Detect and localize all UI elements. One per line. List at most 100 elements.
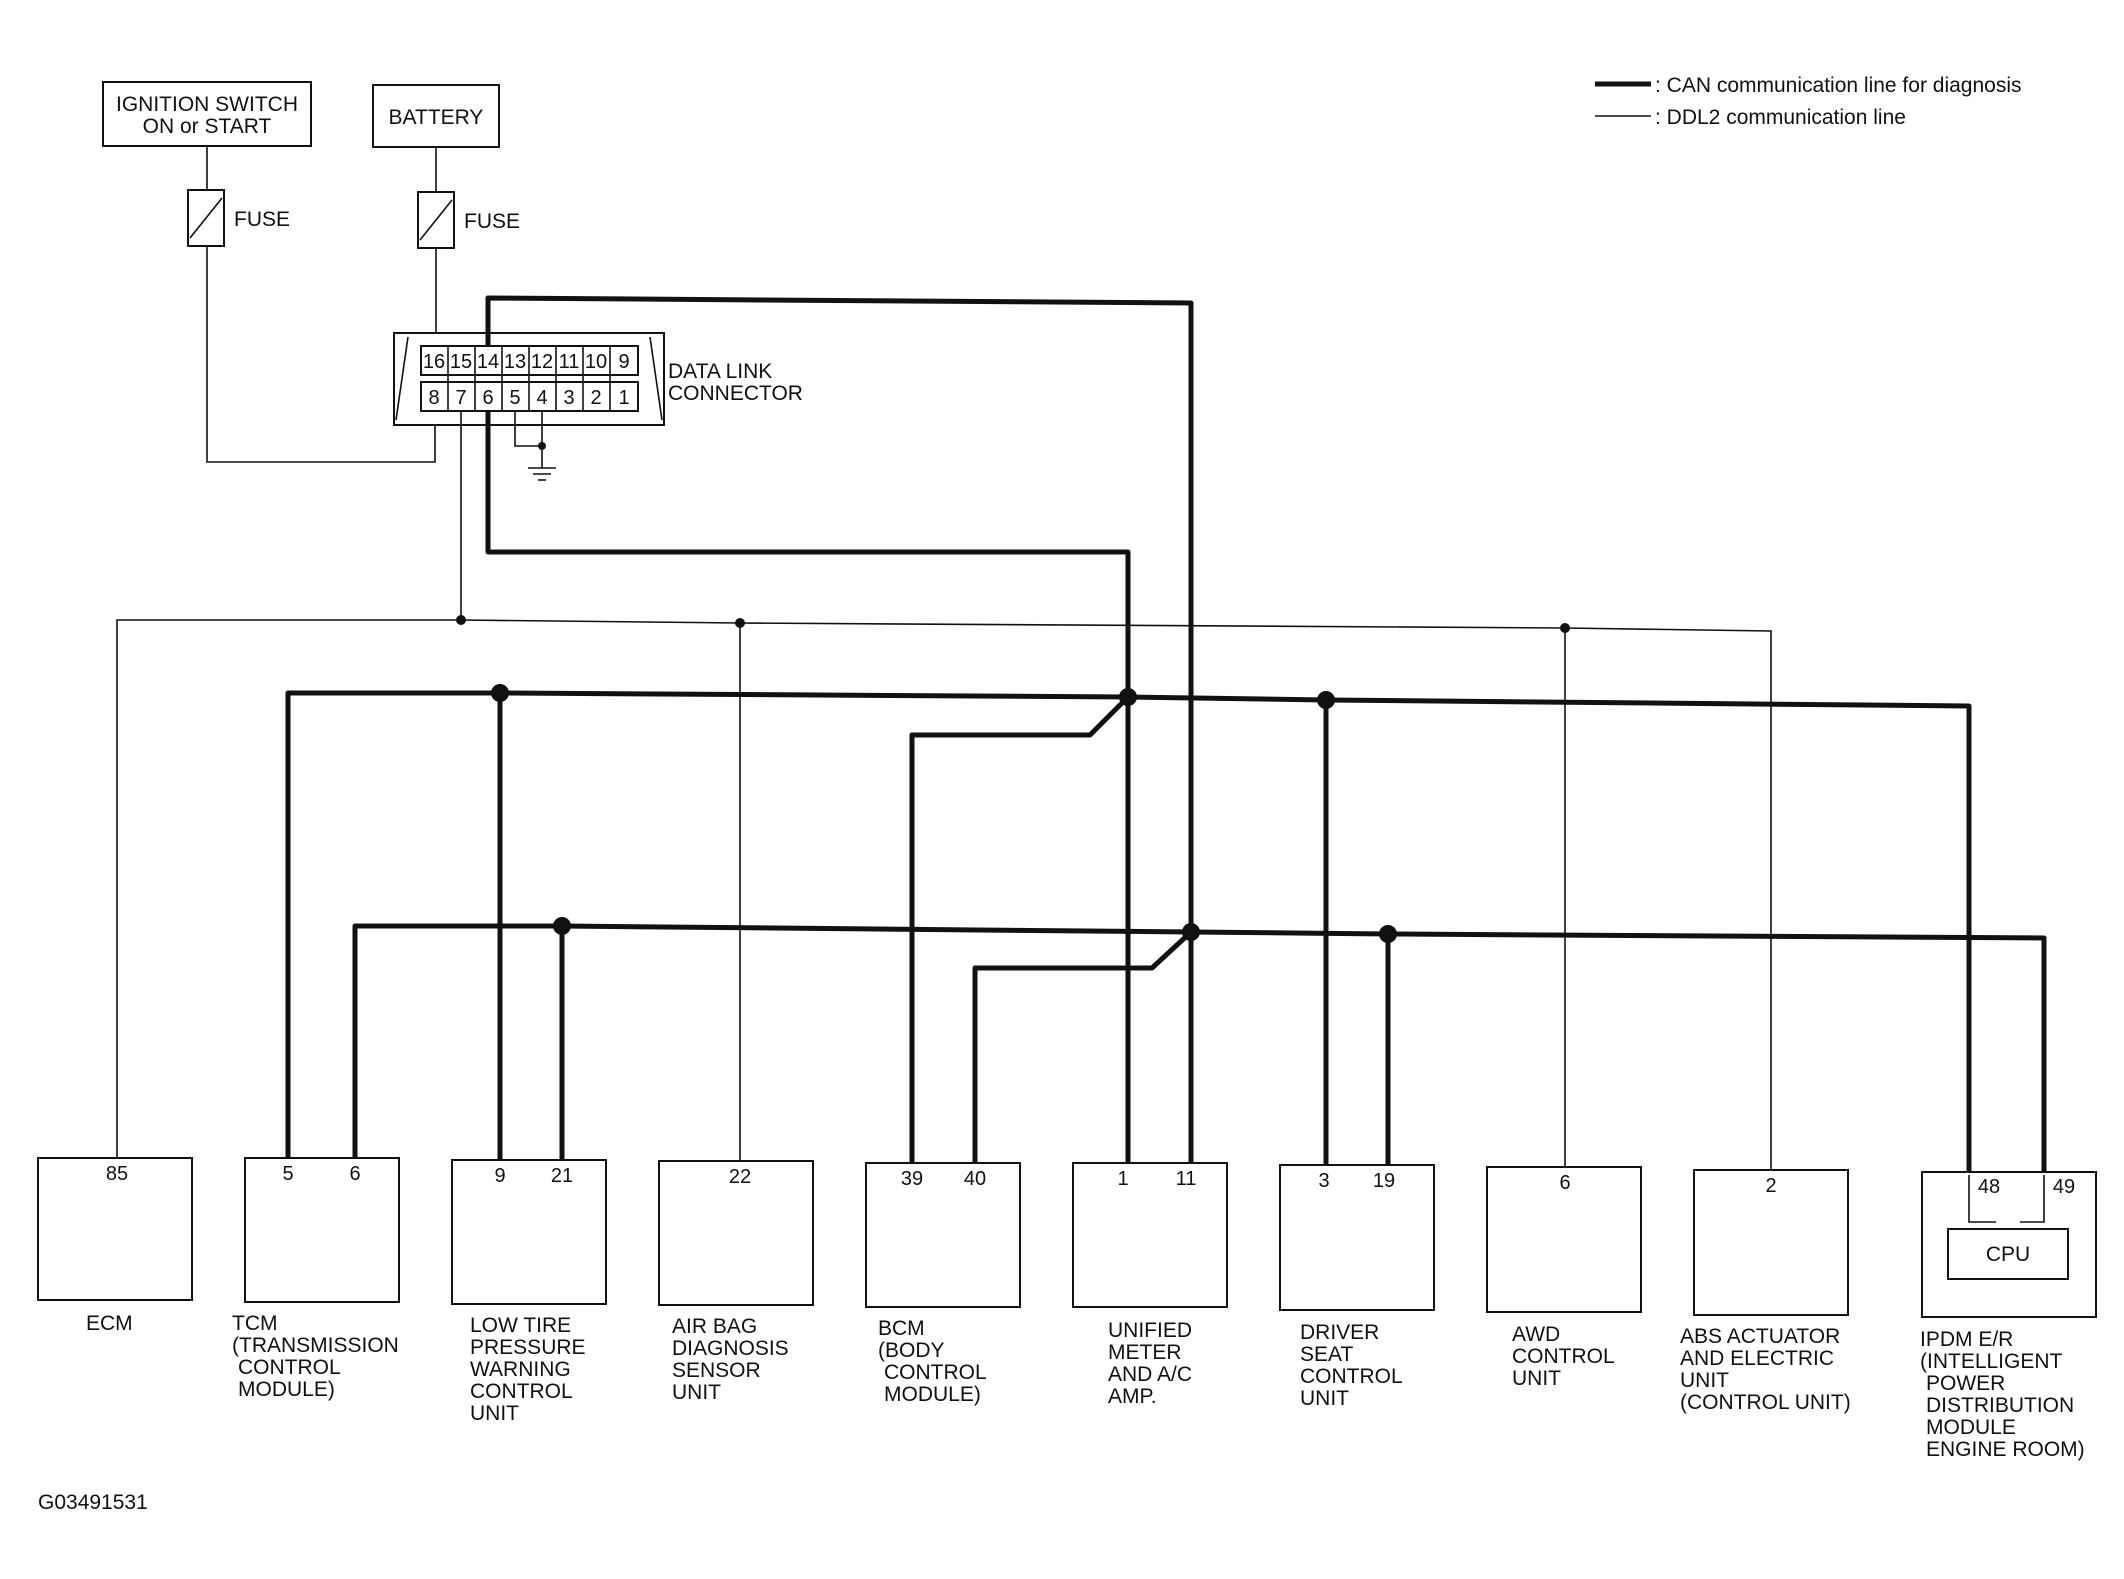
ground bbox=[514, 411, 556, 481]
connector-label-line1: DATA LINK bbox=[668, 360, 772, 383]
bcm-label-line2: (BODY bbox=[878, 1339, 945, 1362]
ignition-switch-line2: ON or START bbox=[143, 115, 272, 138]
airbag-label-line4: UNIT bbox=[672, 1381, 721, 1404]
pin-7: 7 bbox=[455, 387, 466, 409]
module-awd: 6 AWD CONTROL UNIT bbox=[1486, 1166, 1642, 1390]
ipdm-label-line2: (INTELLIGENT bbox=[1920, 1350, 2063, 1373]
seat-label-line3: CONTROL bbox=[1300, 1365, 1403, 1388]
ipdm-cpu-box bbox=[1947, 1228, 2069, 1280]
meter-label-line3: AND A/C bbox=[1108, 1363, 1192, 1386]
pin-8: 8 bbox=[428, 387, 439, 409]
pin-14: 14 bbox=[477, 351, 499, 373]
module-ipdm: 48 49 CPU IPDM E/R (INTELLIGENT POWER DI… bbox=[1920, 1171, 2097, 1461]
fuse-ignition-label: FUSE bbox=[234, 208, 290, 231]
connector-bottom-pins: 8 7 6 5 4 3 2 1 bbox=[428, 387, 629, 409]
abs-label-line3: UNIT bbox=[1680, 1369, 1729, 1392]
pin-4: 4 bbox=[536, 387, 547, 409]
module-tcm: 5 6 TCM (TRANSMISSION CONTROL MODULE) bbox=[232, 1157, 400, 1401]
seat-pin-19: 19 bbox=[1373, 1170, 1395, 1192]
pin-16: 16 bbox=[423, 351, 445, 373]
ipdm-label-line4: DISTRIBUTION bbox=[1926, 1394, 2074, 1417]
awd-label-line2: CONTROL bbox=[1512, 1345, 1615, 1368]
ignition-switch: IGNITION SWITCH ON or START bbox=[102, 81, 312, 147]
tpms-label-line5: UNIT bbox=[470, 1402, 519, 1425]
meter-label-line4: AMP. bbox=[1108, 1385, 1157, 1408]
connector-pin-dividers bbox=[447, 346, 611, 411]
module-abs: 2 ABS ACTUATOR AND ELECTRIC UNIT (CONTRO… bbox=[1680, 1169, 1851, 1414]
airbag-pin-22: 22 bbox=[729, 1166, 751, 1188]
seat-label-line2: SEAT bbox=[1300, 1343, 1353, 1366]
legend-ddl2-label: : DDL2 communication line bbox=[1655, 106, 1906, 129]
meter-label-line2: METER bbox=[1108, 1341, 1182, 1364]
data-link-connector: 16 15 14 13 12 11 10 9 8 7 6 5 4 3 2 1 D… bbox=[393, 332, 803, 426]
ipdm-label-line5: MODULE bbox=[1926, 1416, 2016, 1439]
bcm-pin-39: 39 bbox=[901, 1168, 923, 1190]
connector-top-pins: 16 15 14 13 12 11 10 9 bbox=[423, 351, 630, 373]
meter-label-line1: UNIFIED bbox=[1108, 1319, 1192, 1342]
awd-label-line1: AWD bbox=[1512, 1323, 1560, 1346]
tpms-label-line4: CONTROL bbox=[470, 1380, 573, 1403]
abs-label-line1: ABS ACTUATOR bbox=[1680, 1325, 1840, 1348]
module-driver-seat: 3 19 DRIVER SEAT CONTROL UNIT bbox=[1279, 1164, 1435, 1410]
pin-9: 9 bbox=[618, 351, 629, 373]
battery-label: BATTERY bbox=[389, 106, 484, 129]
pin-11: 11 bbox=[559, 351, 580, 373]
pin-12: 12 bbox=[531, 351, 553, 373]
module-unified-meter: 1 11 UNIFIED METER AND A/C AMP. bbox=[1072, 1162, 1228, 1408]
connector-label-line2: CONNECTOR bbox=[668, 382, 803, 405]
seat-label-line4: UNIT bbox=[1300, 1387, 1349, 1410]
meter-pin-11: 11 bbox=[1176, 1168, 1197, 1190]
ipdm-label-line1: IPDM E/R bbox=[1920, 1328, 2013, 1351]
tpms-pin-9: 9 bbox=[494, 1165, 505, 1187]
airbag-label-line2: DIAGNOSIS bbox=[672, 1337, 789, 1360]
tcm-pin-6: 6 bbox=[349, 1163, 360, 1185]
ipdm-pin-48: 48 bbox=[1978, 1176, 2000, 1198]
module-bcm: 39 40 BCM (BODY CONTROL MODULE) bbox=[865, 1162, 1021, 1406]
bcm-label-line4: MODULE) bbox=[884, 1383, 981, 1406]
pin-5: 5 bbox=[509, 387, 520, 409]
pin-6: 6 bbox=[482, 387, 493, 409]
ipdm-pin-49: 49 bbox=[2053, 1176, 2075, 1198]
awd-pin-6: 6 bbox=[1559, 1172, 1570, 1194]
abs-label-line2: AND ELECTRIC bbox=[1680, 1347, 1834, 1370]
bcm-label-line1: BCM bbox=[878, 1317, 925, 1340]
module-low-tire-pressure: 9 21 LOW TIRE PRESSURE WARNING CONTROL U… bbox=[451, 1159, 607, 1425]
tpms-label-line2: PRESSURE bbox=[470, 1336, 586, 1359]
pin-1: 1 bbox=[618, 387, 629, 409]
meter-pin-1: 1 bbox=[1117, 1168, 1128, 1190]
airbag-label-line3: SENSOR bbox=[672, 1359, 761, 1382]
ipdm-label-line3: POWER bbox=[1926, 1372, 2005, 1395]
tcm-pin-5: 5 bbox=[282, 1163, 293, 1185]
pin-15: 15 bbox=[450, 351, 472, 373]
tcm-label-line3: CONTROL bbox=[238, 1356, 341, 1379]
legend-can-label: : CAN communication line for diagnosis bbox=[1655, 74, 2022, 97]
tcm-label-line1: TCM bbox=[232, 1312, 278, 1335]
seat-label-line1: DRIVER bbox=[1300, 1321, 1379, 1344]
tcm-label-line4: MODULE) bbox=[238, 1378, 335, 1401]
ignition-switch-line1: IGNITION SWITCH bbox=[116, 93, 298, 116]
battery: BATTERY bbox=[372, 84, 500, 148]
ipdm-cpu-label: CPU bbox=[1986, 1243, 2030, 1266]
ecm-label-line1: ECM bbox=[86, 1312, 133, 1335]
tpms-label-line1: LOW TIRE bbox=[470, 1314, 571, 1337]
ipdm-label-line6: ENGINE ROOM) bbox=[1926, 1438, 2085, 1461]
tpms-label-line3: WARNING bbox=[470, 1358, 571, 1381]
fuse-battery-label: FUSE bbox=[464, 210, 520, 233]
figure-id: G03491531 bbox=[38, 1491, 148, 1514]
bcm-label-line3: CONTROL bbox=[884, 1361, 987, 1384]
module-air-bag: 22 AIR BAG DIAGNOSIS SENSOR UNIT bbox=[658, 1160, 814, 1404]
tpms-pin-21: 21 bbox=[551, 1165, 573, 1187]
fuse-battery: FUSE bbox=[417, 147, 520, 346]
legend: : CAN communication line for diagnosis :… bbox=[1595, 74, 2022, 129]
bcm-pin-40: 40 bbox=[964, 1168, 986, 1190]
module-ecm: 85 ECM bbox=[37, 1157, 193, 1335]
airbag-label-line1: AIR BAG bbox=[672, 1315, 757, 1338]
ecm-pin-85: 85 bbox=[106, 1163, 128, 1185]
can-low-lines bbox=[352, 295, 2047, 1175]
pin-2: 2 bbox=[590, 387, 601, 409]
tcm-label-line2: (TRANSMISSION bbox=[232, 1334, 399, 1357]
pin-13: 13 bbox=[504, 351, 526, 373]
awd-label-line3: UNIT bbox=[1512, 1367, 1561, 1390]
can-high-lines bbox=[285, 411, 1972, 1175]
